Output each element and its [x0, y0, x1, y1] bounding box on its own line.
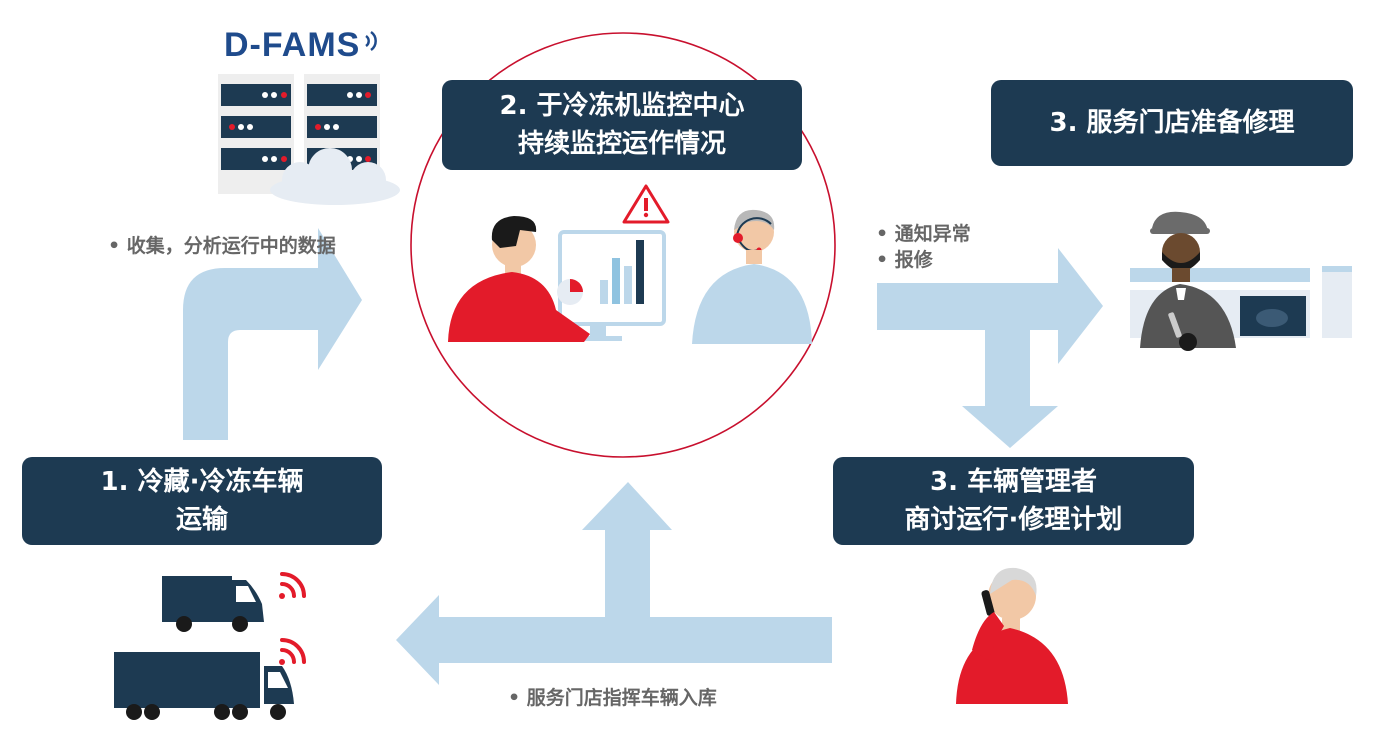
- mechanic-icon: [1130, 211, 1352, 351]
- note-direct-vehicle: • 服务门店指挥车辆入库: [508, 687, 717, 709]
- logo-wifi-icon: [365, 30, 377, 52]
- note-report-repair: • 报修: [876, 249, 933, 271]
- van-icon: [162, 576, 264, 632]
- phone-person-icon: [956, 567, 1068, 704]
- step2-line2: 持续监控运作情况: [517, 129, 726, 159]
- dfams-logo: D-FAMS: [224, 26, 361, 64]
- step3-manager-line1: 3. 车辆管理者: [929, 467, 1098, 497]
- operator-icon: [448, 216, 666, 342]
- cloud-icon: [270, 148, 400, 205]
- step1-box: 1. 冷藏·冷冻车辆 运输: [22, 457, 382, 545]
- monitoring-circle: [410, 32, 836, 458]
- note-notify-abnormal: • 通知异常: [876, 223, 971, 245]
- step1-line1: 1. 冷藏·冷冻车辆: [100, 467, 304, 497]
- step2-line1: 2. 于冷冻机监控中心: [499, 91, 745, 121]
- note-collect-analyze: • 收集，分析运行中的数据: [108, 235, 336, 257]
- step1-line2: 运输: [175, 505, 228, 535]
- step3-manager-box: 3. 车辆管理者 商讨运行·修理计划: [833, 457, 1194, 545]
- step2-box: 2. 于冷冻机监控中心 持续监控运作情况: [442, 80, 802, 170]
- arrow-up-right: [183, 228, 362, 440]
- step3-manager-line2: 商讨运行·修理计划: [904, 505, 1123, 535]
- truck-icon: [114, 652, 294, 720]
- arrow-left-up: [396, 482, 832, 685]
- step3-store-line1: 3. 服务门店准备修理: [1049, 108, 1295, 138]
- step3-store-box: 3. 服务门店准备修理: [991, 80, 1353, 166]
- arrow-right-split: [877, 248, 1103, 448]
- headset-operator-icon: [692, 209, 812, 344]
- wifi-icon: [279, 572, 306, 665]
- warning-icon: [622, 184, 670, 224]
